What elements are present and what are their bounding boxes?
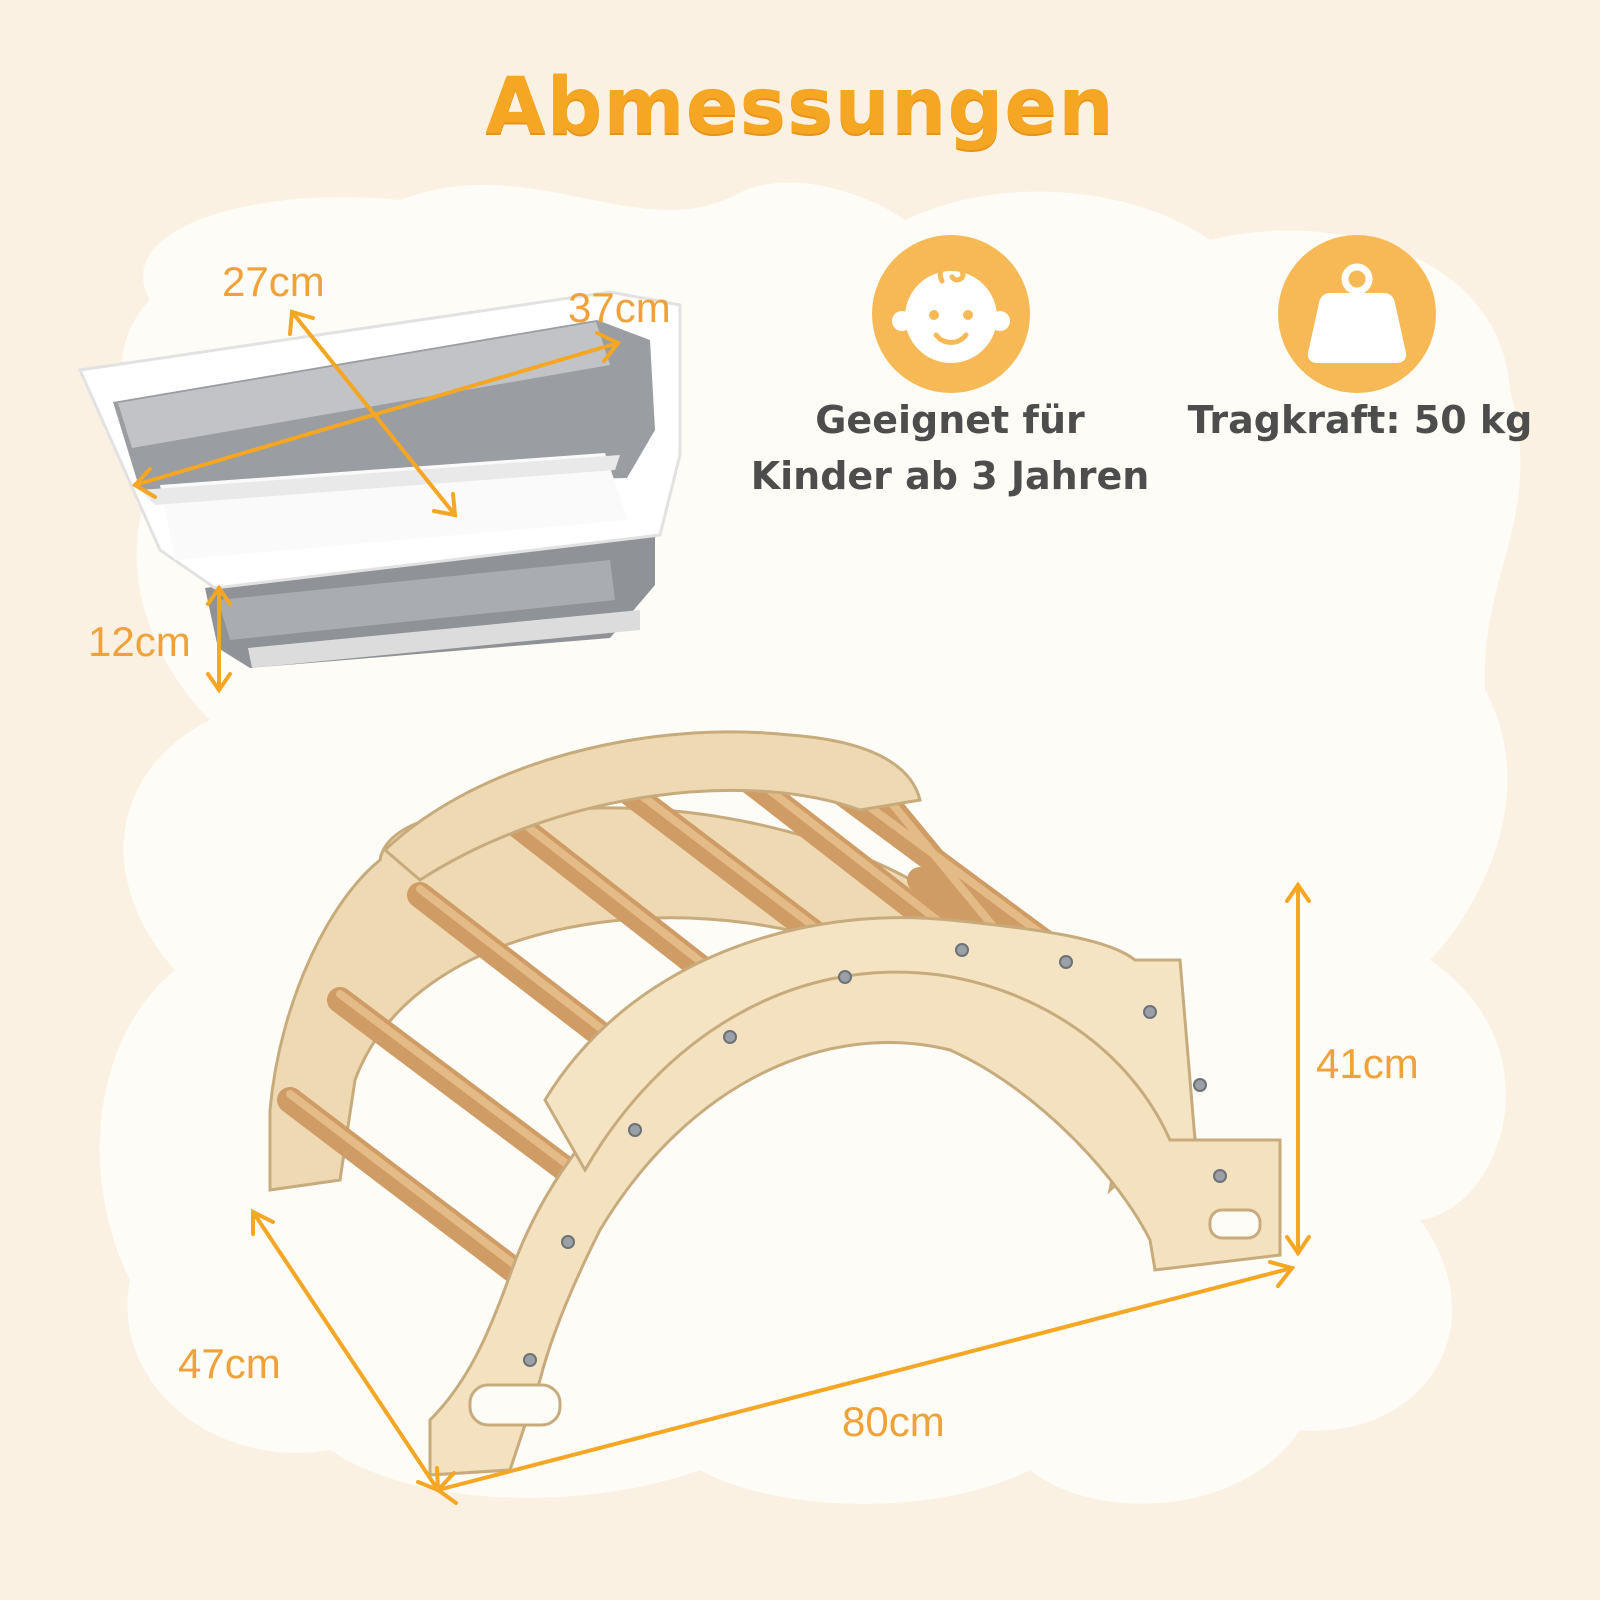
arch-dimension-arrows xyxy=(251,881,1311,1505)
basin-height-label: 12cm xyxy=(88,618,191,665)
basin-width-label: 27cm xyxy=(222,258,325,305)
age-badge xyxy=(872,235,1030,393)
basin-length-label: 37cm xyxy=(568,284,671,331)
weight-icon xyxy=(1307,263,1407,363)
load-badge xyxy=(1278,235,1436,393)
basin-dimension-arrows xyxy=(131,309,622,694)
wooden-arch xyxy=(268,730,1282,1477)
age-text: Geeignet für Kinder ab 3 Jahren xyxy=(730,392,1170,504)
arch-depth-label: 47cm xyxy=(178,1340,281,1387)
age-text-line1: Geeignet für xyxy=(815,398,1085,442)
arch-length-label: 80cm xyxy=(842,1398,945,1445)
collapsible-basin xyxy=(77,290,682,668)
page-title: Abmessungen xyxy=(485,62,1115,152)
baby-face-icon xyxy=(892,262,1010,363)
arch-height-label: 41cm xyxy=(1316,1040,1419,1087)
load-text: Tragkraft: 50 kg xyxy=(1187,398,1533,442)
age-text-line2: Kinder ab 3 Jahren xyxy=(750,454,1150,498)
